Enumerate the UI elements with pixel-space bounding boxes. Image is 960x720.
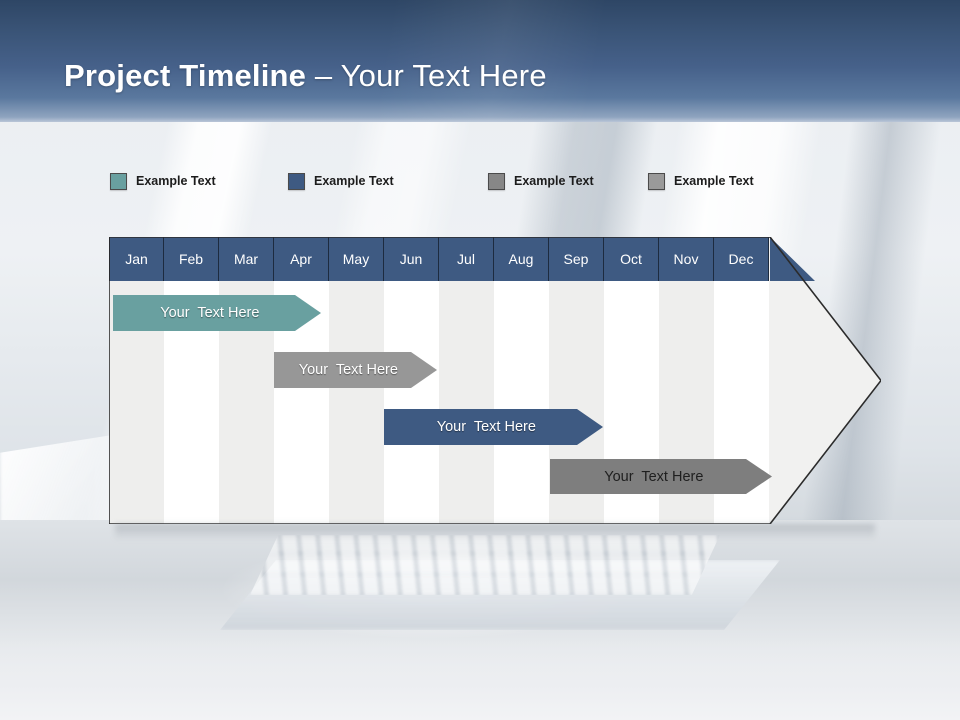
task-bar-2[interactable]: Your Text Here bbox=[274, 352, 437, 388]
legend-swatch-icon-2 bbox=[288, 172, 305, 190]
month-header-label: Feb bbox=[178, 251, 204, 267]
month-header-sep[interactable]: Sep bbox=[549, 237, 604, 281]
legend-swatch-icon-1 bbox=[110, 172, 127, 190]
month-header-label: Jan bbox=[125, 251, 148, 267]
month-header-jan[interactable]: Jan bbox=[109, 237, 164, 281]
page-title: Project Timeline – Your Text Here bbox=[64, 58, 547, 94]
legend-item-4[interactable]: Example Text bbox=[648, 170, 754, 192]
chart-drop-shadow bbox=[115, 524, 875, 540]
task-bar-label-3: Your Text Here bbox=[436, 419, 536, 435]
task-bar-3[interactable]: Your Text Here bbox=[384, 409, 603, 445]
title-band-sheen bbox=[0, 0, 960, 122]
legend-label-4: Example Text bbox=[674, 174, 754, 188]
legend-label-2: Example Text bbox=[314, 174, 394, 188]
month-header-arrow-tip bbox=[770, 237, 815, 281]
legend-item-3[interactable]: Example Text bbox=[488, 170, 594, 192]
background-bottom-fade bbox=[0, 640, 960, 720]
page-title-bold: Project Timeline bbox=[64, 58, 307, 93]
month-header-label: May bbox=[342, 251, 370, 267]
month-header-mar[interactable]: Mar bbox=[219, 237, 274, 281]
month-header-label: Jul bbox=[457, 251, 475, 267]
task-bar-label-2: Your Text Here bbox=[298, 362, 398, 378]
month-header-label: Dec bbox=[728, 251, 754, 267]
month-header-oct[interactable]: Oct bbox=[604, 237, 659, 281]
task-bar-4[interactable]: Your Text Here bbox=[550, 459, 772, 494]
month-header-nov[interactable]: Nov bbox=[659, 237, 714, 281]
legend-label-3: Example Text bbox=[514, 174, 594, 188]
month-header-apr[interactable]: Apr bbox=[274, 237, 329, 281]
title-band bbox=[0, 0, 960, 122]
page-title-light: Your Text Here bbox=[340, 58, 547, 93]
legend-swatch-icon-3 bbox=[488, 172, 505, 190]
month-header-feb[interactable]: Feb bbox=[164, 237, 219, 281]
month-header-jul[interactable]: Jul bbox=[439, 237, 494, 281]
legend-item-2[interactable]: Example Text bbox=[288, 170, 394, 192]
chart-legend: Example Text Example Text Example Text Exam… bbox=[110, 170, 830, 194]
task-bar-label-1: Your Text Here bbox=[160, 305, 260, 321]
legend-swatch-icon-4 bbox=[648, 172, 665, 190]
month-header-label: Sep bbox=[563, 251, 589, 267]
background-keyboard-keys bbox=[250, 535, 720, 595]
timeline-chart: Jan Feb Mar Apr May Jun Jul Aug Sep Oct Nov Dec You… bbox=[109, 237, 881, 524]
month-header-aug[interactable]: Aug bbox=[494, 237, 549, 281]
task-bar-1[interactable]: Your Text Here bbox=[113, 295, 321, 331]
month-header-jun[interactable]: Jun bbox=[384, 237, 439, 281]
month-header-label: Aug bbox=[508, 251, 534, 267]
task-bar-label-4: Your Text Here bbox=[604, 468, 704, 485]
month-header-label: Nov bbox=[673, 251, 699, 267]
month-header-dec[interactable]: Dec bbox=[714, 237, 769, 281]
month-header-label: Apr bbox=[290, 251, 312, 267]
month-header-label: Mar bbox=[233, 251, 259, 267]
legend-label-1: Example Text bbox=[136, 174, 216, 188]
month-header-row: Jan Feb Mar Apr May Jun Jul Aug Sep Oct Nov Dec bbox=[109, 237, 770, 281]
month-header-label: Oct bbox=[620, 251, 642, 267]
month-header-may[interactable]: May bbox=[329, 237, 384, 281]
page-title-separator: – bbox=[306, 58, 341, 93]
month-header-label: Jun bbox=[399, 251, 423, 267]
legend-item-1[interactable]: Example Text bbox=[110, 170, 216, 192]
background-keyboard-body bbox=[220, 560, 780, 630]
